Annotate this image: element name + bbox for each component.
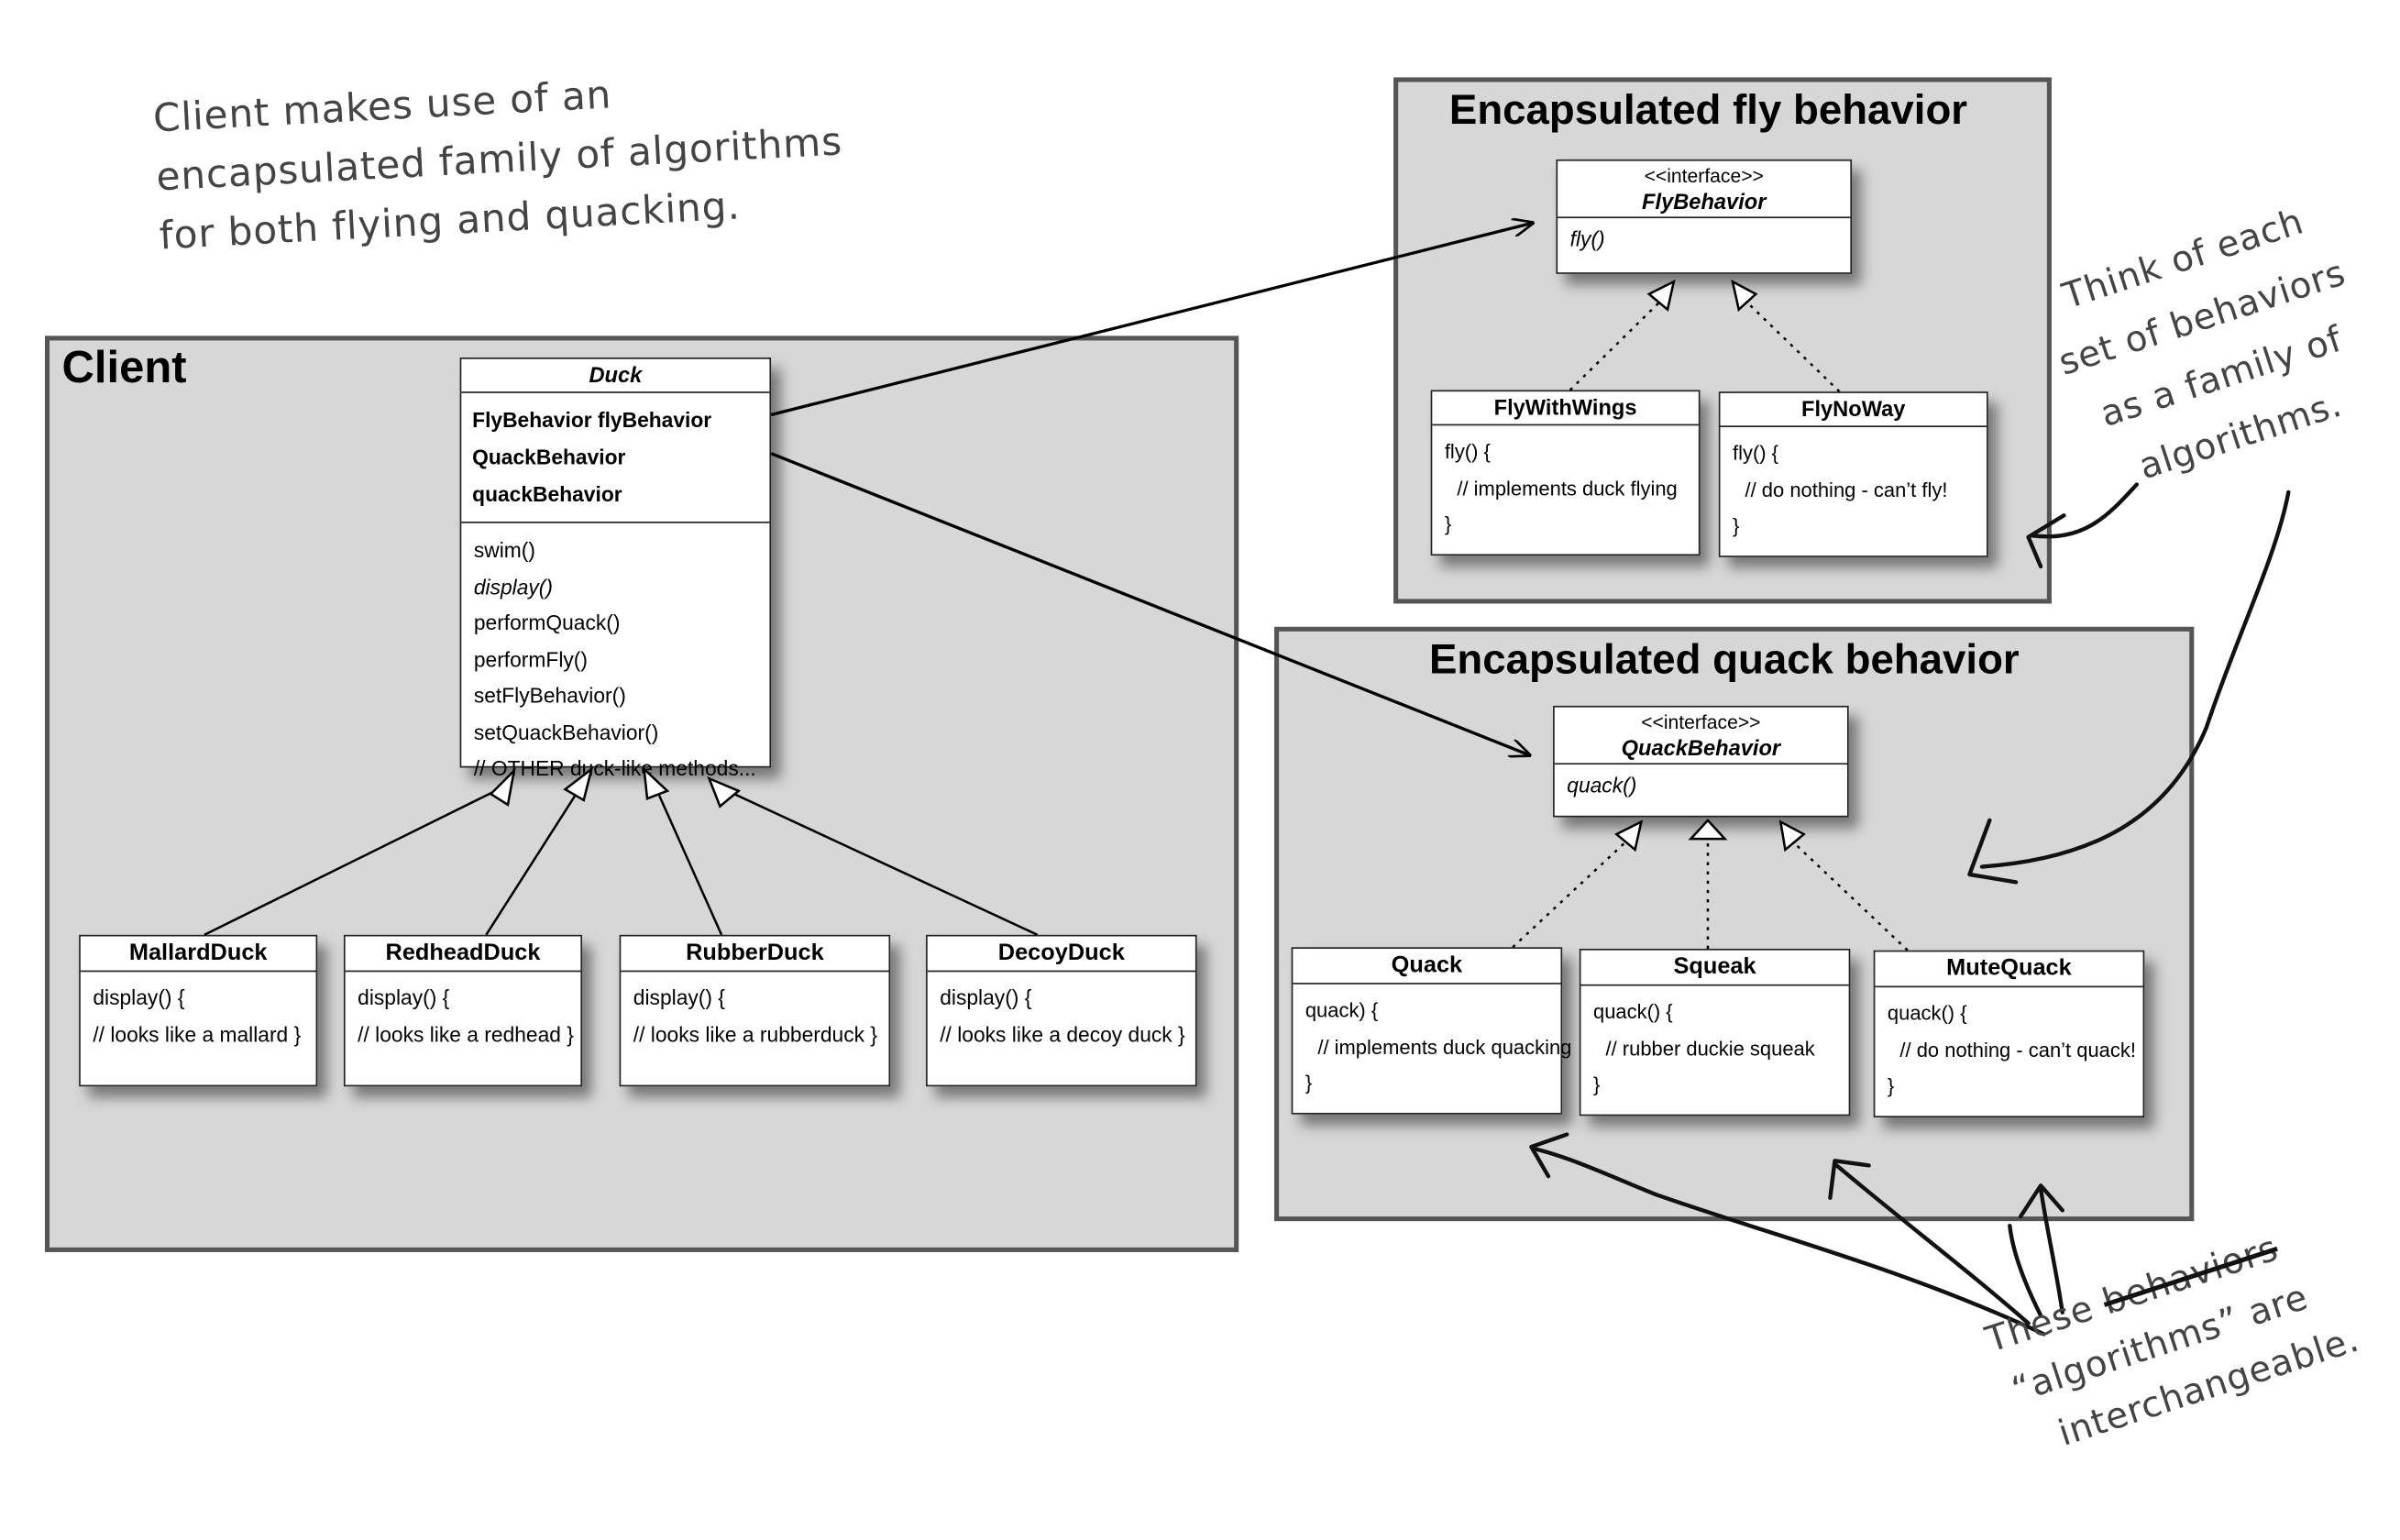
- duck-attributes: FlyBehavior flyBehavior QuackBehavior qu…: [461, 393, 770, 523]
- interface-name: QuackBehavior: [1621, 734, 1781, 761]
- inheritance-triangle-icon: [707, 776, 742, 808]
- class-line: // do nothing - can’t fly!: [1745, 477, 1948, 501]
- rubber-duck-class: RubberDuck display() { // looks like a r…: [619, 934, 891, 1087]
- fly-behavior-interface: <<interface>> FlyBehavior fly(): [1556, 159, 1853, 274]
- class-name: MallardDuck: [128, 939, 268, 966]
- inheritance-line: [485, 788, 580, 936]
- quack-panel-title: Encapsulated quack behavior: [1428, 635, 2020, 683]
- duck-method: display(): [473, 575, 553, 599]
- class-line: display() {: [358, 985, 450, 1009]
- association-arrows: [770, 223, 1533, 755]
- decoy-duck-class: DecoyDuck display() { // looks like a de…: [926, 934, 1197, 1087]
- class-name: Squeak: [1673, 953, 1756, 980]
- duck-method: // OTHER duck-like methods...: [473, 756, 756, 780]
- duck-method: performFly(): [473, 647, 588, 671]
- duck-method: setQuackBehavior(): [473, 720, 659, 744]
- class-line: // looks like a rubberduck }: [633, 1022, 877, 1046]
- class-line: }: [1592, 1072, 1601, 1096]
- class-line: quack() {: [1592, 999, 1673, 1024]
- fly-with-wings-class: FlyWithWings fly() { // implements duck …: [1430, 390, 1701, 556]
- class-line: quack() {: [1887, 1001, 1967, 1025]
- fly-association-arrow: [770, 223, 1533, 417]
- class-line: quack) {: [1305, 998, 1379, 1022]
- to-squeak-arrow: [1833, 1161, 2031, 1326]
- duck-methods: swim() display() performQuack() performF…: [461, 523, 769, 795]
- fly-panel-title: Encapsulated fly behavior: [1448, 86, 1968, 134]
- class-line: // implements duck quacking: [1317, 1034, 1572, 1059]
- redhead-duck-class: RedheadDuck display() { // looks like a …: [343, 934, 583, 1087]
- class-line: }: [1887, 1073, 1895, 1098]
- class-line: // implements duck flying: [1457, 476, 1678, 500]
- class-line: }: [1305, 1071, 1313, 1094]
- client-note: Client makes use of an encapsulated fami…: [151, 72, 844, 258]
- class-name: DecoyDuck: [997, 939, 1125, 966]
- class-name: Quack: [1391, 952, 1463, 979]
- realization-lines: [1512, 301, 1909, 952]
- interface-stereotype: <<interface>>: [1641, 711, 1761, 734]
- quack-class: Quack quack) { // implements duck quacki…: [1291, 947, 1572, 1115]
- interface-stereotype: <<interface>>: [1644, 165, 1764, 188]
- class-line: display() {: [940, 985, 1032, 1009]
- client-panel-title: Client: [61, 343, 187, 393]
- interface-method: fly(): [1569, 227, 1605, 251]
- hand-drawn-arrows: [1529, 482, 2291, 1336]
- quack-association-arrow: [770, 452, 1530, 755]
- to-mutequack-arrow: [2008, 1224, 2043, 1318]
- to-quack-arrow: [1530, 1146, 2046, 1336]
- class-line: }: [1444, 512, 1452, 536]
- inheritance-line: [655, 788, 723, 936]
- inheritance-line: [204, 787, 500, 936]
- class-name: FlyWithWings: [1493, 394, 1637, 420]
- inheritance-triangle-icon: [489, 767, 516, 808]
- class-line: display() {: [93, 985, 185, 1009]
- class-name: RedheadDuck: [385, 939, 541, 966]
- duck-attribute: QuackBehavior quackBehavior: [472, 446, 626, 507]
- inheritance-triangle-icon: [643, 765, 670, 800]
- interface-method: quack(): [1567, 774, 1637, 798]
- inheritance-lines: [204, 787, 1039, 936]
- class-line: // looks like a decoy duck }: [940, 1022, 1185, 1046]
- duck-method: swim(): [473, 538, 535, 562]
- mute-quack-class: MuteQuack quack() { // do nothing - can’…: [1873, 950, 2145, 1118]
- class-line: display() {: [633, 985, 725, 1009]
- inheritance-line: [730, 791, 1039, 936]
- duck-method: performQuack(): [473, 610, 621, 635]
- realization-triangle-icon: [1778, 820, 1806, 852]
- realization-triangle-icon: [1614, 820, 1644, 852]
- class-line: // rubber duckie squeak: [1605, 1036, 1815, 1060]
- duck-attribute: FlyBehavior flyBehavior: [472, 408, 712, 433]
- class-line: }: [1732, 513, 1740, 537]
- inheritance-triangles: [489, 765, 742, 808]
- realization-triangles: [1614, 279, 1806, 852]
- class-line: // do nothing - can’t quack!: [1899, 1038, 2136, 1062]
- realization-triangle-icon: [1646, 279, 1676, 312]
- class-line: // looks like a mallard }: [93, 1022, 302, 1046]
- fly-no-way-class: FlyNoWay fly() { // do nothing - can’t f…: [1718, 391, 1988, 557]
- inheritance-triangle-icon: [563, 765, 594, 802]
- class-name: MuteQuack: [1946, 954, 2072, 982]
- realization-triangle-icon: [1731, 279, 1758, 313]
- class-line: // looks like a redhead }: [358, 1022, 574, 1046]
- class-line: fly() {: [1732, 441, 1779, 465]
- to-mutequack-arrow: [2038, 1186, 2064, 1314]
- class-name: FlyNoWay: [1801, 396, 1906, 422]
- family-to-quack-arrow: [1979, 490, 2291, 869]
- mallard-duck-class: MallardDuck display() { // looks like a …: [79, 934, 318, 1087]
- quack-behavior-interface: <<interface>> QuackBehavior quack(): [1553, 705, 1849, 818]
- interface-name: FlyBehavior: [1642, 188, 1767, 214]
- duck-class-name: Duck: [589, 362, 643, 388]
- class-name: RubberDuck: [686, 939, 824, 966]
- squeak-class: Squeak quack() { // rubber duckie squeak…: [1579, 948, 1851, 1116]
- class-line: fly() {: [1444, 439, 1491, 463]
- duck-class: Duck FlyBehavior flyBehavior QuackBehavi…: [459, 358, 772, 780]
- duck-method: setFlyBehavior(): [473, 684, 626, 708]
- realization-triangle-icon: [1688, 818, 1728, 841]
- family-to-fly-arrow: [2029, 482, 2140, 539]
